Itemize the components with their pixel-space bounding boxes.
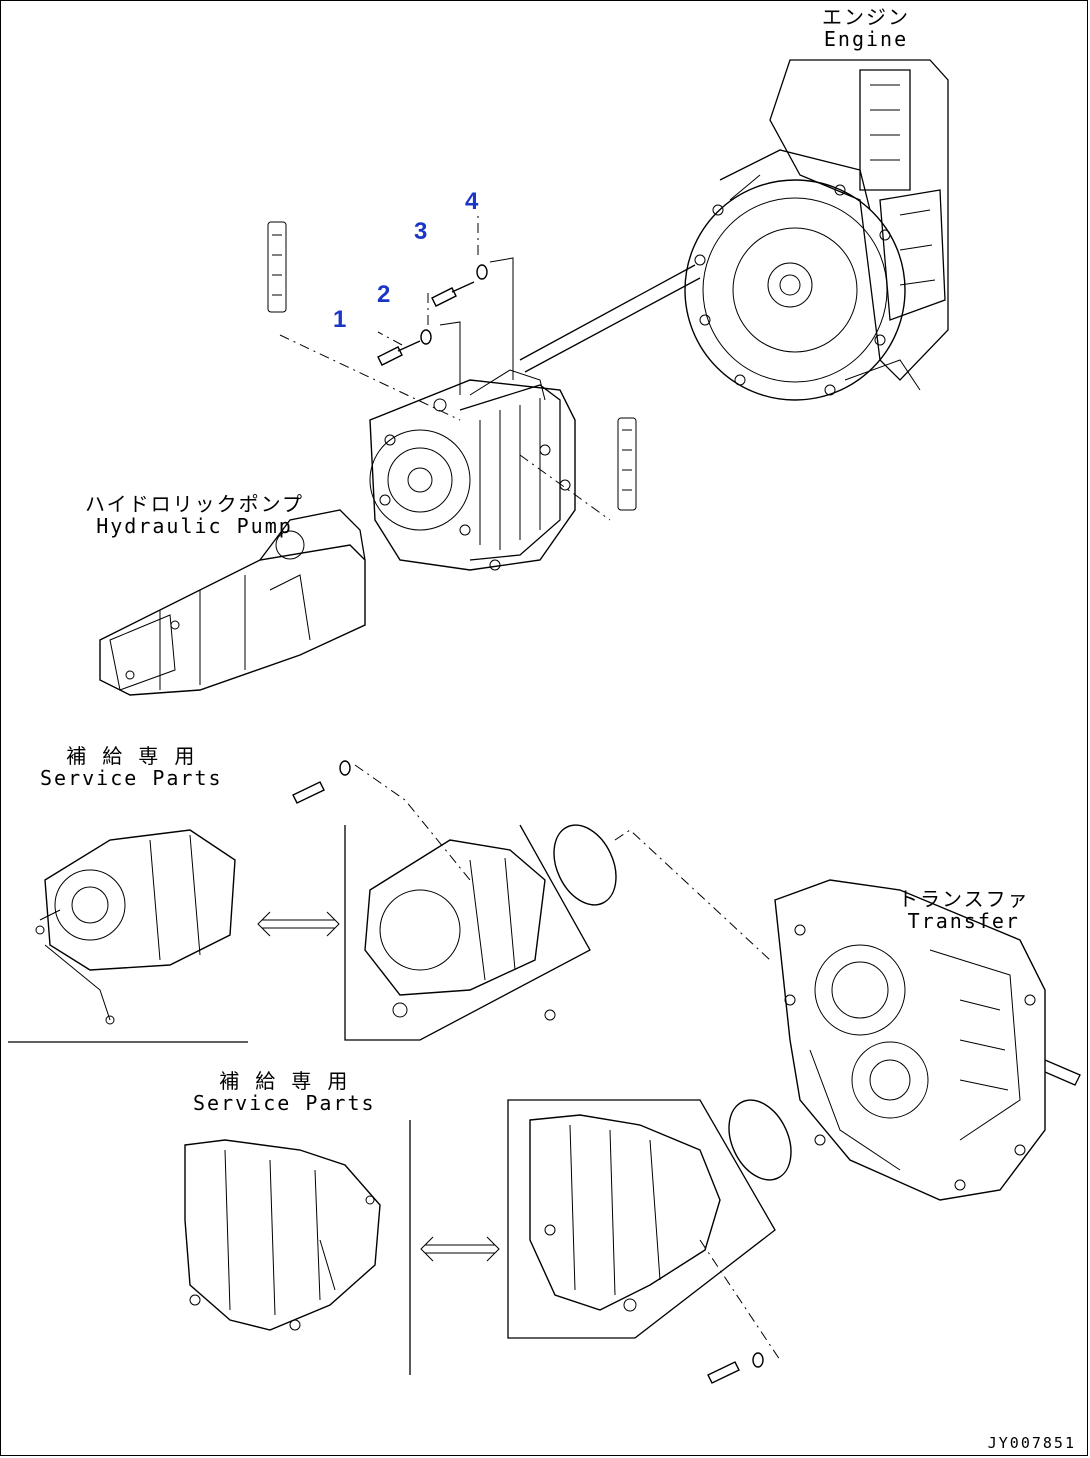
bolt-service-drawing (292, 760, 351, 804)
side-note-left (267, 221, 287, 313)
hydraulic-pump-label-en: Hydraulic Pump (96, 514, 293, 538)
callout-1[interactable]: 1 (333, 306, 347, 333)
engine-label-en: Engine (823, 27, 909, 51)
hydraulic-pump-label: ハイドロリックポンプ Hydraulic Pump (85, 493, 304, 537)
swap-arrow-2 (420, 1236, 500, 1262)
hydraulic-pump-drawing (99, 509, 366, 696)
service-part-1-drawing (35, 829, 236, 1025)
service-parts-label-1-jp: 補 給 専 用 (66, 744, 197, 768)
service-parts-label-2-jp: 補 給 専 用 (219, 1069, 350, 1093)
service-parts-label-2: 補 給 専 用 Service Parts (193, 1070, 376, 1114)
callout-2[interactable]: 2 (377, 281, 391, 308)
engine-label-jp: エンジン (822, 5, 910, 29)
transfer-label-en: Transfer (907, 909, 1020, 933)
o-ring-1-drawing (553, 824, 617, 906)
transfer-label: トランスファ Transfer (898, 888, 1030, 932)
bolt-1-drawing (377, 340, 421, 366)
swap-arrow-1 (257, 911, 340, 937)
washer-2-drawing (420, 329, 432, 345)
service-parts-label-2-en: Service Parts (193, 1091, 376, 1115)
bolt-3-drawing (431, 281, 475, 307)
transfer-label-jp: トランスファ (898, 887, 1030, 911)
callout-4[interactable]: 4 (465, 188, 479, 215)
washer-4-drawing (476, 264, 488, 280)
drawing-number: JY007851 (987, 1434, 1076, 1452)
transfer-drawing (774, 879, 1081, 1201)
engine-drawing (684, 59, 949, 401)
service-part-2-drawing (184, 1139, 381, 1331)
motor-body-drawing (529, 1114, 721, 1312)
engine-label: エンジン Engine (822, 6, 910, 50)
side-note-right (617, 417, 637, 511)
pump-assembly-drawing (369, 369, 576, 571)
pump-body-drawing (364, 839, 556, 1021)
o-ring-2-drawing (728, 1099, 792, 1181)
service-parts-label-1: 補 給 専 用 Service Parts (40, 745, 223, 789)
service-parts-label-1-en: Service Parts (40, 766, 223, 790)
bolt-service-2-drawing (707, 1352, 764, 1384)
hydraulic-pump-label-jp: ハイドロリックポンプ (85, 492, 304, 516)
callout-3[interactable]: 3 (414, 218, 428, 245)
